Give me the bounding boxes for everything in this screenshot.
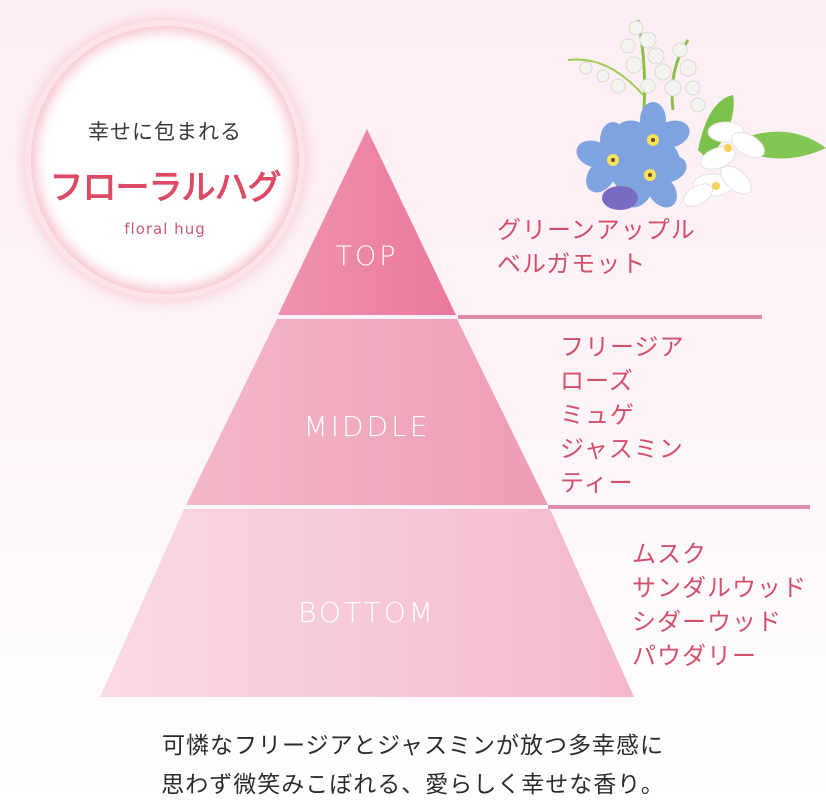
badge-english-title: floral hug: [124, 220, 206, 238]
caption-line-1: 可憐なフリージアとジャスミンが放つ多幸感に: [162, 733, 664, 759]
note-item: グリーンアップル: [497, 216, 696, 244]
tier-label-bottom: BOTTOM: [298, 596, 436, 629]
note-item: ベルガモット: [497, 250, 647, 278]
bottom-notes-list: ムスク サンダルウッド シダーウッド パウダリー: [632, 537, 807, 673]
badge-subtitle: 幸せに包まれる: [88, 120, 242, 144]
note-item: ジャスミン: [560, 435, 684, 463]
badge-title: フローラルハグ: [49, 168, 282, 208]
note-item: シダーウッド: [632, 608, 782, 636]
pyramid-tier-top: [278, 129, 456, 315]
flower-bouquet-icon: [567, 19, 826, 210]
note-item: フリージア: [560, 333, 685, 361]
tier-label-middle: MIDDLE: [303, 410, 431, 443]
note-item: サンダルウッド: [632, 574, 807, 602]
divider-middle-bottom: [548, 505, 810, 509]
caption-line-2: 思わず微笑みこぼれる、愛らしく幸せな香り。: [161, 772, 665, 798]
note-item: ローズ: [560, 367, 634, 395]
note-item: パウダリー: [632, 642, 757, 670]
note-item: ティー: [560, 469, 634, 497]
note-item: ミュゲ: [560, 401, 635, 429]
note-item: ムスク: [632, 540, 707, 568]
middle-notes-list: フリージア ローズ ミュゲ ジャスミン ティー: [560, 330, 685, 500]
divider-top-middle: [458, 315, 762, 319]
fragrance-badge: 幸せに包まれる フローラルハグ floral hug: [25, 20, 305, 300]
top-notes-list: グリーンアップル ベルガモット: [497, 213, 696, 281]
pyramid-tier-bottom: [100, 509, 634, 697]
tier-label-top: TOP: [335, 241, 399, 272]
pyramid-tier-middle: [186, 319, 548, 505]
